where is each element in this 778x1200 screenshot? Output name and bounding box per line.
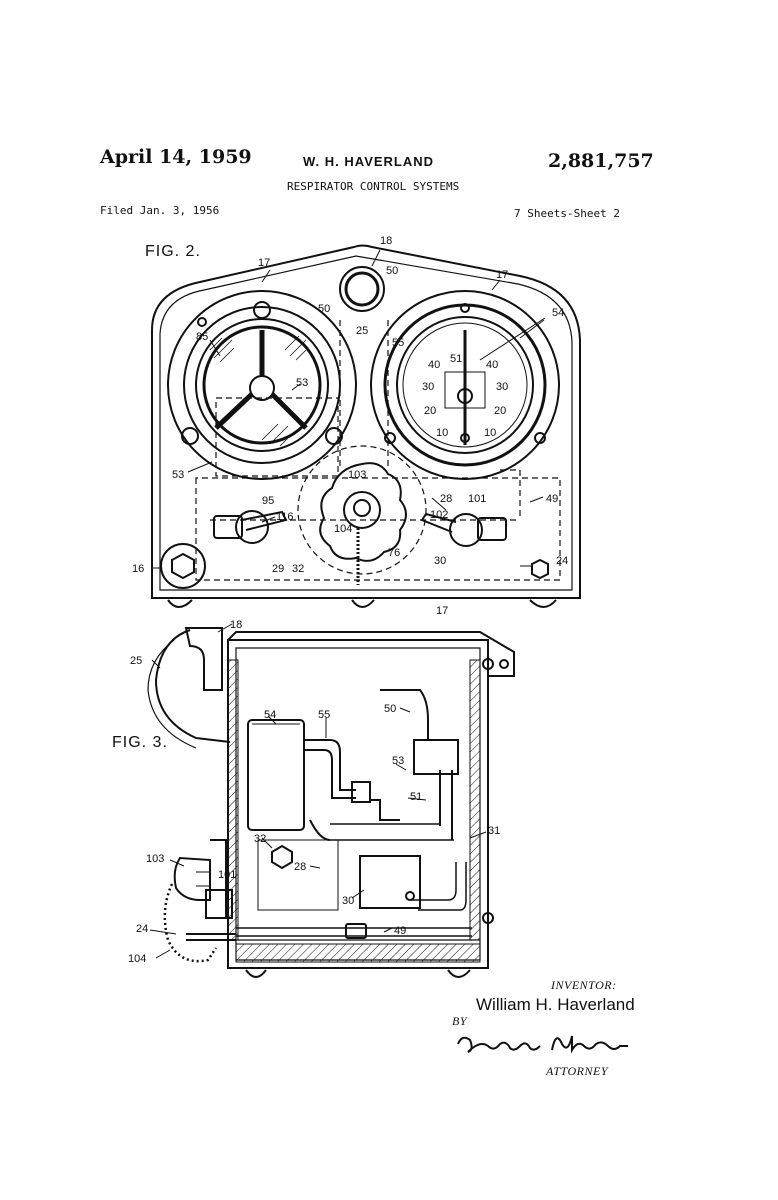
left-wheel-gauge: [167, 290, 357, 480]
fig3-ref-53: 53: [392, 755, 404, 767]
fig2-ref-55: 55: [392, 337, 404, 349]
fig2-ref-17-left: 17: [258, 257, 270, 269]
fig2-ref-101: 101: [468, 493, 486, 505]
sheet-count: 7 Sheets-Sheet 2: [514, 207, 620, 220]
fig3-ref-103: 103: [146, 853, 164, 865]
fig3-ref-50: 50: [384, 703, 396, 715]
fig2-ref-53-lower: 53: [172, 469, 184, 481]
gauge-mark-20-right: 20: [494, 405, 506, 417]
fig3-ref-54: 54: [264, 709, 276, 721]
gauge-mark-20-left: 20: [424, 405, 436, 417]
gauge-mark-40-left: 40: [428, 359, 440, 371]
gauge-mark-10-left: 10: [436, 427, 448, 439]
patent-number: 2,881,757: [548, 150, 654, 172]
fig3-ref-104: 104: [128, 953, 146, 965]
fig2-ref-17-right: 17: [496, 269, 508, 281]
fig2-ref-104: 104: [334, 523, 352, 535]
fig3-ref-51: 51: [410, 791, 422, 803]
fig2-ref-30: 30: [434, 555, 446, 567]
fig2-ref-85: 85: [196, 331, 208, 343]
fig2-housing: [151, 244, 581, 599]
right-pressure-gauge: [370, 290, 560, 480]
fig3-ref-30: 30: [342, 895, 354, 907]
gauge-mark-30-right: 30: [496, 381, 508, 393]
fig3-ref-25: 25: [130, 655, 142, 667]
fig3-ref-28: 28: [294, 861, 306, 873]
fig2-ref-51: 51: [450, 353, 462, 365]
fig3-label: FIG. 3.: [112, 734, 168, 751]
fig2-ref-18: 18: [380, 235, 392, 247]
fig3-ref-101: 101: [218, 869, 236, 881]
left-valve: [213, 510, 288, 544]
fig2-ref-103: 103: [348, 469, 366, 481]
center-knob: [319, 462, 407, 585]
gauge-mark-40-right: 40: [486, 359, 498, 371]
gauge-mark-10-right: 10: [484, 427, 496, 439]
filed-date: Filed Jan. 3, 1956: [100, 204, 220, 217]
fig2-ref-54: 54: [552, 307, 564, 319]
fig2-ref-29: 29: [272, 563, 284, 575]
fig2-ref-32: 32: [292, 563, 304, 575]
gauge-mark-30-left: 30: [422, 381, 434, 393]
fig2-ref-53-inner: 53: [296, 377, 308, 389]
fig2-ref-76: 76: [388, 547, 400, 559]
fig2-label: FIG. 2.: [145, 243, 201, 260]
by-label: BY: [452, 1014, 468, 1028]
fig2-ref-49: 49: [546, 493, 558, 505]
fig2-ref-28: 28: [440, 493, 452, 505]
fig2-ref-25: 25: [356, 325, 368, 337]
fig3-ref-32: 32: [254, 833, 266, 845]
inventor-header: W. H. HAVERLAND: [303, 154, 435, 169]
fig2-ref-17-bottom: 17: [436, 605, 448, 617]
fig2-ref-50-top: 50: [386, 265, 398, 277]
fig2-ref-16: 16: [132, 563, 144, 575]
fig3-ref-55: 55: [318, 709, 330, 721]
fig2-ref-116: 116: [276, 511, 294, 523]
attorney-label: ATTORNEY: [546, 1064, 609, 1078]
patent-date: April 14, 1959: [100, 146, 252, 168]
right-valve: [420, 512, 507, 547]
inventor-name: William H. Haverland: [476, 995, 635, 1014]
patent-title: RESPIRATOR CONTROL SYSTEMS: [287, 180, 460, 193]
fig3-ref-18: 18: [230, 619, 242, 631]
fig3-ref-31: 31: [488, 825, 500, 837]
fig2-ref-95: 95: [262, 495, 274, 507]
inventor-label: INVENTOR:: [551, 978, 617, 992]
fig2-ref-102: 102: [430, 509, 448, 521]
fig2-ref-24: 24: [556, 555, 568, 567]
fig2-ref-50-mid: 50: [318, 303, 330, 315]
fig3-ref-49: 49: [394, 925, 406, 937]
fig3-ref-24: 24: [136, 923, 148, 935]
